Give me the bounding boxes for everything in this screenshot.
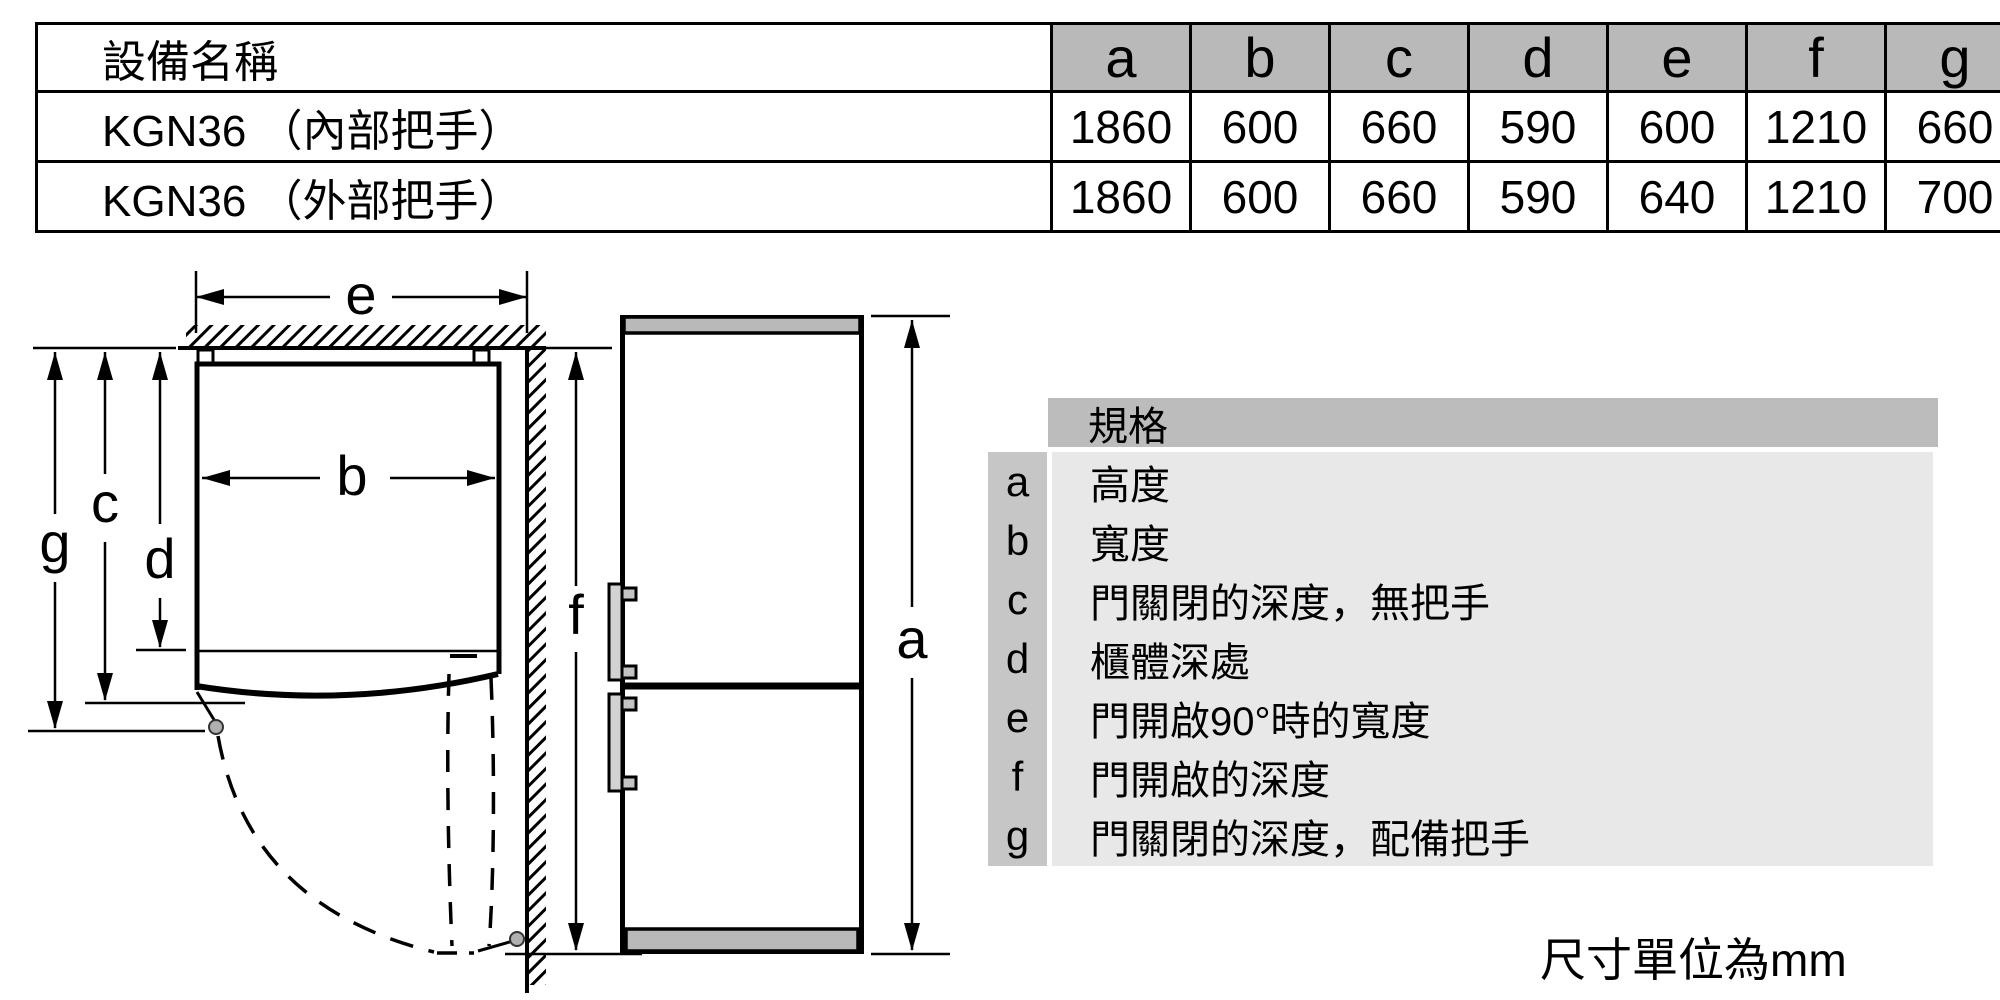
device-name-header-cell: 設備名稱	[35, 22, 1053, 93]
dimension-f-label: f	[568, 583, 584, 646]
value-cell: 1860	[1050, 160, 1192, 233]
value-cell: 660	[1328, 160, 1470, 233]
handle-tip-dot-open	[509, 931, 525, 947]
dimension-g-label: g	[39, 511, 70, 574]
open-door-edge-outer	[487, 677, 496, 947]
top-view	[33, 325, 546, 993]
dimension-e-label: e	[345, 263, 376, 326]
legend-key: a	[1005, 457, 1030, 505]
dimension-c: c	[85, 352, 245, 705]
open-door-edge-inner	[446, 673, 454, 947]
dimension-c-label: c	[91, 471, 119, 534]
value-cell: 660	[1328, 90, 1470, 163]
value-cell: 640	[1606, 160, 1748, 233]
hinge-block-left	[196, 348, 215, 365]
dim-header-e: e	[1606, 22, 1748, 93]
door-front-curve	[195, 671, 499, 699]
dimension-d: d	[136, 352, 186, 652]
legend-description: 門關閉的深度，配備把手	[1090, 818, 1530, 863]
dimension-b: b	[202, 444, 495, 507]
legend-description: 門關閉的深度，無把手	[1090, 581, 1490, 626]
value-cell: 700	[1884, 160, 2000, 233]
legend-key: g	[1005, 812, 1030, 860]
dimension-a: a	[871, 314, 950, 956]
legend-body: a b c d e f g 高度 寬度 門關閉的深度，無把手 櫃體深處 門開啟9…	[988, 452, 1938, 866]
legend-key-column: a b c d e f g	[988, 452, 1047, 866]
value-cell: 600	[1606, 90, 1748, 163]
value-cell: 660	[1884, 90, 2000, 163]
handle-link-open	[477, 939, 514, 953]
legend-key: f	[1011, 753, 1024, 801]
spec-table-row-inner-handle: KGN36 （內部把手） 1860 600 660 590 600 1210 6…	[35, 90, 2000, 163]
appliance-plinth	[624, 927, 860, 953]
legend-key: c	[1007, 575, 1028, 623]
legend-description: 寬度	[1090, 522, 1170, 567]
spec-table-header-row: 設備名稱 a b c d e f g	[35, 22, 2000, 93]
legend-description: 高度	[1090, 463, 1170, 508]
wall-hatch-top	[186, 325, 546, 347]
dimension-e: e	[194, 263, 529, 333]
legend-header: 規格	[1048, 398, 1938, 449]
value-cell: 600	[1189, 160, 1331, 233]
cabinet-outline	[194, 361, 502, 690]
dim-header-b: b	[1189, 22, 1331, 93]
side-view	[607, 315, 864, 954]
value-cell: 590	[1467, 160, 1609, 233]
dim-header-c: c	[1328, 22, 1470, 93]
dimension-f: f	[505, 346, 642, 956]
value-cell: 1860	[1050, 90, 1192, 163]
value-cell: 600	[1189, 90, 1331, 163]
legend-table: 規格 a b c d e f g 高度 寬度 門關閉的深度，無把手 櫃體深處 門…	[988, 398, 1938, 866]
model-name-cell: KGN36 （外部把手）	[35, 160, 1053, 233]
handle-tip-dot-closed	[208, 719, 224, 735]
lower-door-handle	[607, 692, 638, 793]
dim-header-g: g	[1884, 22, 2000, 93]
dimension-b-label: b	[336, 444, 367, 507]
legend-key: b	[1005, 516, 1030, 564]
units-caption: 尺寸單位為mm	[1540, 934, 1847, 986]
legend-key: e	[1005, 694, 1030, 742]
appliance-body	[620, 315, 864, 954]
appliance-top-trim	[622, 315, 862, 335]
dimension-d-label: d	[144, 527, 175, 590]
legend-description: 門開啟的深度	[1090, 759, 1330, 804]
dim-header-a: a	[1050, 22, 1192, 93]
legend-key: d	[1005, 634, 1030, 682]
legend-description: 門開啟90°時的寬度	[1090, 700, 1431, 745]
handle-link-closed	[195, 691, 218, 724]
legend-description: 櫃體深處	[1090, 640, 1250, 685]
hinge-block-right	[472, 348, 491, 365]
spec-table: 設備名稱 a b c d e f g KGN36 （內部把手） 1860 600…	[35, 22, 2000, 233]
model-name-cell: KGN36 （內部把手）	[35, 90, 1053, 163]
value-cell: 590	[1467, 90, 1609, 163]
dim-header-d: d	[1467, 22, 1609, 93]
legend-description-column: 高度 寬度 門關閉的深度，無把手 櫃體深處 門開啟90°時的寬度 門開啟的深度 …	[1052, 452, 1933, 866]
wall-hatch-right	[527, 348, 546, 985]
dimension-g: g	[28, 352, 205, 733]
door-swing-arc	[216, 735, 435, 954]
upper-door-handle	[607, 582, 638, 682]
dimension-a-label: a	[896, 607, 928, 670]
spec-table-row-outer-handle: KGN36 （外部把手） 1860 600 660 590 640 1210 7…	[35, 160, 2000, 233]
value-cell: 1210	[1745, 90, 1887, 163]
value-cell: 1210	[1745, 160, 1887, 233]
dim-header-f: f	[1745, 22, 1887, 93]
